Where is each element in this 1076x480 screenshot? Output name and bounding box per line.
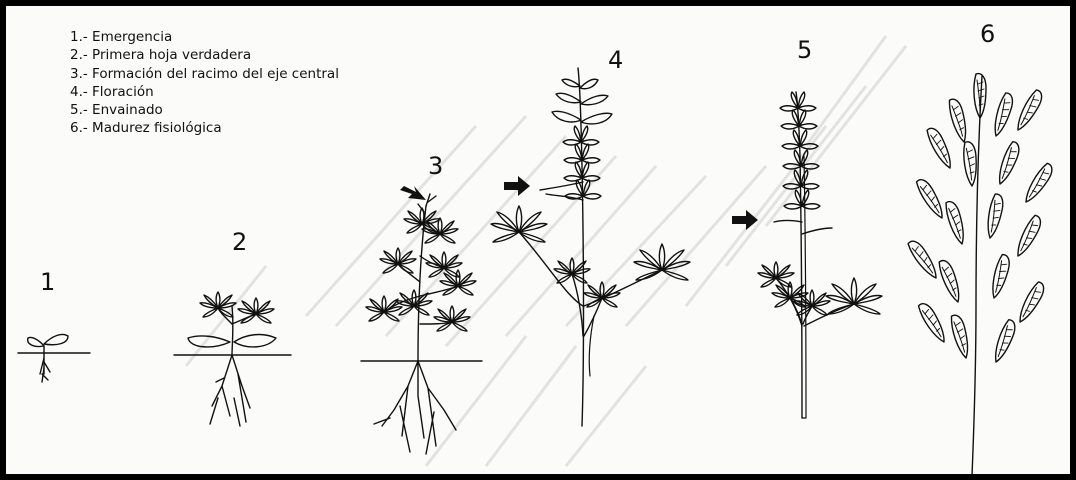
arrow-right-icon xyxy=(504,176,530,196)
plant-stage-6 xyxy=(906,74,1056,474)
arrow-right-icon xyxy=(400,186,426,200)
plant-stage-3 xyxy=(361,194,482,454)
plant-stage-1 xyxy=(18,334,90,382)
plant-stage-2 xyxy=(174,292,291,426)
plant-stage-4 xyxy=(491,68,690,426)
arrow-right-icon xyxy=(732,210,758,230)
plant-illustrations xyxy=(6,6,1070,474)
plant-stage-5 xyxy=(758,92,882,418)
